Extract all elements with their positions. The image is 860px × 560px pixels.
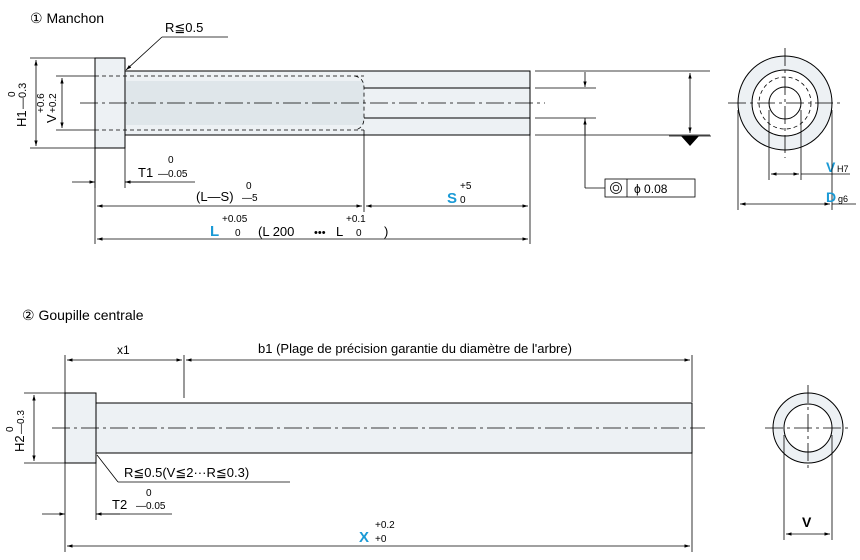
sleeve-radius-note: R≦0.5 [165,20,203,35]
v-label: V [44,114,59,123]
l-tol-low: 0 [235,228,241,239]
h1-tol: —0.3 [17,83,29,109]
h2-tol-up: 0 [5,426,16,432]
x-label: X [359,529,369,546]
l-range-dots: ••• [314,227,326,239]
t1-label: T1 [138,165,153,180]
t1-tol-low: —0.05 [158,169,188,180]
h2-tol-low: —0.3 [16,410,27,434]
vh7-sub: H7 [837,164,849,174]
sleeve-side-view [80,57,545,149]
ls-tol-up: 0 [246,181,252,192]
gdt-frame: ϕ 0.08 [604,178,696,198]
dg6-sub: g6 [838,194,848,204]
concentricity-icon-outer [610,182,622,194]
l-range-close: ) [384,224,388,239]
sleeve-end-view: V H7 D g6 [728,48,856,210]
h2-dimension-text: H2 0 —0.3 [5,410,27,452]
s-label: S [447,190,457,207]
pin-radius-note: R≦0.5(V≦2···R≦0.3) [124,465,249,480]
s-tol-low: 0 [460,195,466,206]
h1-tol-up: 0 [7,91,18,97]
gdt-frame-box [604,178,696,198]
sleeve-section: ① Manchon R≦0.5 H1 —0.3 0 [7,10,856,244]
pin-title: ② Goupille centrale [22,307,144,323]
l-range-open: (L 200 [258,224,294,239]
v-tol-low: +0.2 [48,93,59,113]
gdt-value: ϕ 0.08 [634,182,668,196]
t2-tol-low: —0.05 [136,501,166,512]
concentricity-icon [612,184,620,192]
v-tol-up: +0.6 [36,93,47,113]
pin-side-view [52,392,705,464]
v-dimension-text: V +0.6 +0.2 [36,93,59,123]
t2-tol-up: 0 [146,488,152,499]
pin-end-view: V [765,385,851,540]
ls-tol-low: —5 [242,193,258,204]
t1-tol-up: 0 [168,155,174,166]
t2-label: T2 [112,497,127,512]
l-range-l: L [336,224,343,239]
pin-radius-leader [96,454,119,483]
l-range-tol-up: +0.1 [346,214,366,225]
sleeve-title: ① Manchon [30,10,104,26]
l-range-tol-low: 0 [356,228,362,239]
x1-label: x1 [117,343,130,357]
x-tol-low: +0 [375,534,387,545]
pin-section: ② Goupille centrale x1 b1 (Plage de préc… [5,307,851,552]
l-label: L [210,223,219,240]
ls-label: (L—S) [196,189,234,204]
pin-v-label: V [802,514,812,530]
h1-label: H1 [14,110,29,127]
l-tol-up: +0.05 [222,214,248,225]
vh7-letter: V [826,159,836,175]
datum-triangle [681,136,699,146]
b1-label: b1 (Plage de précision garantie du diamè… [258,341,572,356]
x-tol-up: +0.2 [375,520,395,531]
sleeve-radius-leader [125,36,163,71]
s-tol-up: +5 [460,181,472,192]
dg6-letter: D [826,189,836,205]
h2-label: H2 [12,435,27,452]
h1-dimension-text: H1 —0.3 0 [7,83,29,127]
